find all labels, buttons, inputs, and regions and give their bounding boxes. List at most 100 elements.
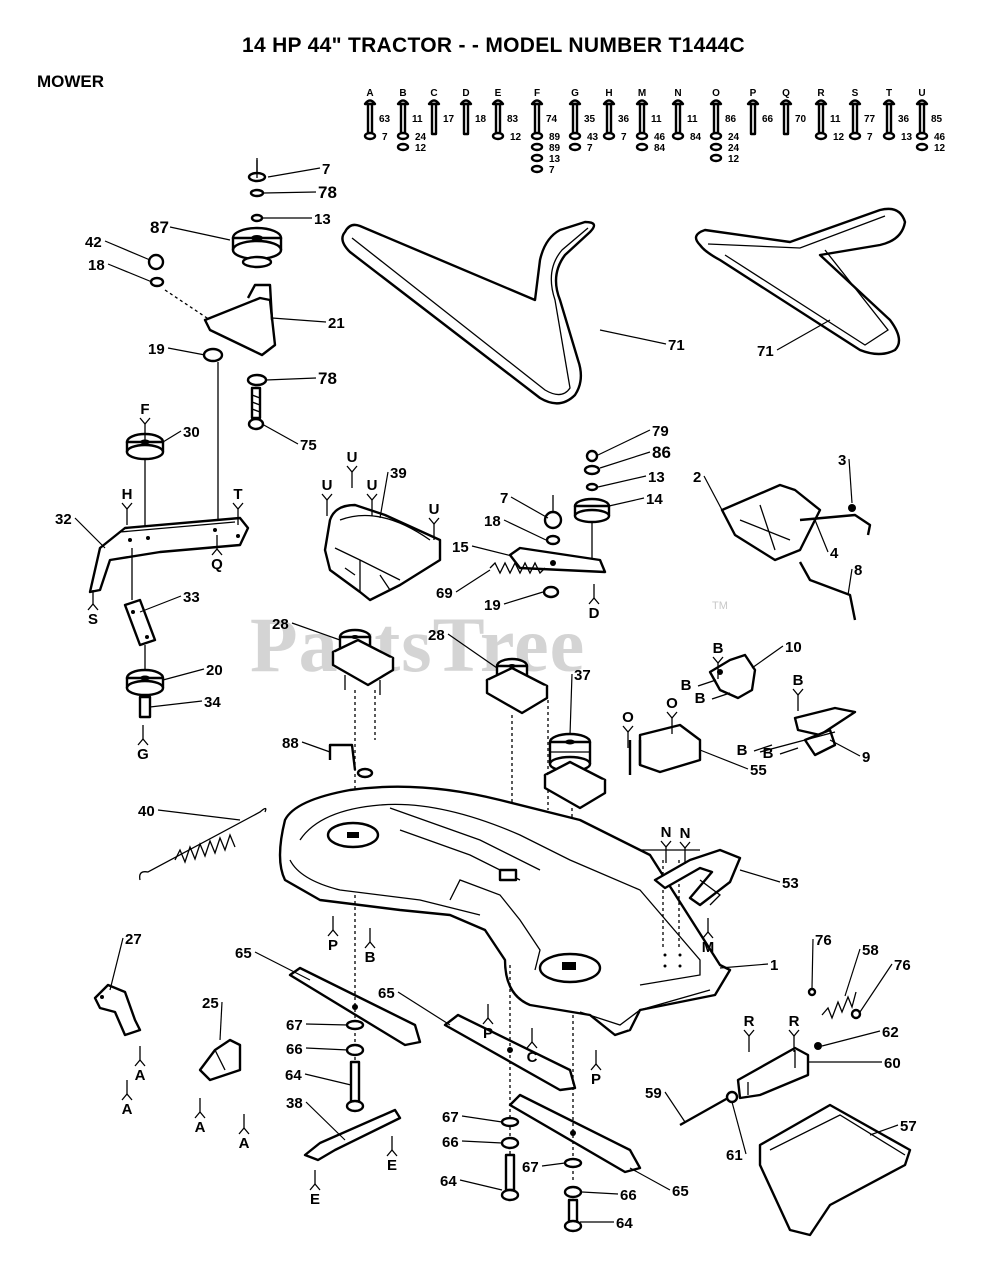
hardware-part-number: 35: [584, 114, 596, 125]
bolt-64-right: [563, 1198, 583, 1233]
callout-7: 7: [500, 490, 508, 507]
callout-4: 4: [830, 545, 839, 562]
washer-icon: [848, 131, 862, 141]
spindle-28-left: [331, 628, 395, 695]
letter-ref-label: U: [367, 477, 378, 494]
washer-icon: [568, 131, 582, 141]
callout-28: 28: [272, 616, 289, 633]
callout-79: 79: [652, 423, 669, 440]
washer-icon: [814, 131, 828, 141]
letter-ref-e: E: [386, 1136, 398, 1174]
callout-leader: [459, 1179, 503, 1191]
letter-ref-label: A: [122, 1101, 133, 1118]
letter-ref-p: P: [327, 916, 339, 954]
bolt-shank-icon: [399, 102, 407, 136]
hardware-part-number: 12: [833, 132, 845, 143]
bracket-25: [198, 1038, 242, 1082]
nut-61: [725, 1090, 739, 1104]
hardware-col-d: D18: [459, 88, 487, 136]
callout-21: 21: [328, 315, 345, 332]
callout-leader: [811, 938, 814, 989]
callout-53: 53: [782, 875, 799, 892]
letter-ref-label: A: [195, 1119, 206, 1136]
belt-cover-39: [323, 503, 442, 602]
callout-20: 20: [206, 662, 223, 679]
bracket-53: [653, 848, 742, 907]
letter-ref-label: P: [483, 1025, 493, 1042]
letter-ref-b: B: [763, 745, 799, 762]
letter-ref-label: H: [122, 486, 133, 503]
letter-ref-label: Q: [211, 556, 223, 573]
letter-ref-label: E: [310, 1191, 320, 1208]
callout-leader: [859, 963, 893, 1013]
callout-66: 66: [620, 1187, 637, 1204]
hardware-part-number: 12: [510, 132, 522, 143]
callout-leader: [301, 741, 331, 753]
callout-leader: [699, 749, 749, 770]
letter-ref-label: U: [322, 477, 333, 494]
letter-ref-r: R: [743, 1013, 755, 1052]
idler-arm-33: [123, 598, 157, 647]
callout-13: 13: [314, 211, 331, 228]
callout-67: 67: [522, 1159, 539, 1176]
spacer-19-center: [542, 585, 560, 599]
bolt-64-center: [500, 1153, 520, 1202]
pulley-30: [125, 432, 165, 461]
washer-icon: [635, 131, 649, 141]
washer-icon: [568, 142, 582, 152]
hardware-letter: S: [852, 88, 859, 99]
bolt-shank-icon: [571, 102, 579, 136]
pulley-20: [125, 668, 165, 697]
hardware-part-number: 24: [728, 132, 740, 143]
washer-66-left: [345, 1043, 365, 1057]
callout-59: 59: [645, 1085, 662, 1102]
bolt-shank-icon: [817, 102, 825, 136]
callout-leader: [814, 519, 829, 553]
callout-38: 38: [286, 1095, 303, 1112]
washer-icon: [915, 131, 929, 141]
callout-leader: [267, 167, 321, 178]
letter-ref-b: B: [792, 672, 804, 711]
hardware-letter: H: [605, 88, 612, 99]
callout-leader: [703, 475, 723, 511]
letter-ref-n: N: [679, 825, 691, 864]
callout-7: 7: [322, 161, 330, 178]
callout-leader: [139, 595, 182, 613]
hardware-part-number: 70: [795, 114, 807, 125]
washer-icon: [635, 142, 649, 152]
callout-60: 60: [884, 1055, 901, 1072]
bolt-75: [247, 386, 265, 431]
washer-78-lower: [246, 373, 268, 387]
hardware-part-number: 46: [934, 132, 946, 143]
pin-76-left: [807, 987, 817, 997]
letter-ref-label: D: [589, 605, 600, 622]
letter-ref-label: A: [239, 1135, 250, 1152]
callout-leader: [829, 739, 861, 757]
callout-leader: [447, 633, 498, 669]
spring-40: [139, 807, 267, 881]
letter-ref-s: S: [87, 590, 99, 628]
callout-leader: [263, 191, 317, 194]
letter-ref-label: O: [622, 709, 634, 726]
callout-leader: [848, 458, 853, 504]
callout-65: 65: [378, 985, 395, 1002]
hardware-part-number: 11: [651, 114, 662, 125]
letter-ref-b: B: [737, 742, 773, 759]
letter-ref-label: U: [347, 449, 358, 466]
callout-64: 64: [616, 1215, 633, 1232]
hardware-letter: A: [366, 88, 373, 99]
hardware-part-number: 84: [690, 132, 702, 143]
hardware-part-number: 24: [728, 143, 740, 154]
hardware-part-number: 24: [415, 132, 427, 143]
letter-ref-label: G: [137, 746, 149, 763]
letter-ref-b: B: [695, 690, 731, 707]
callout-leader: [304, 1073, 352, 1086]
letter-ref-e: E: [309, 1170, 321, 1208]
callout-leader: [599, 451, 651, 469]
